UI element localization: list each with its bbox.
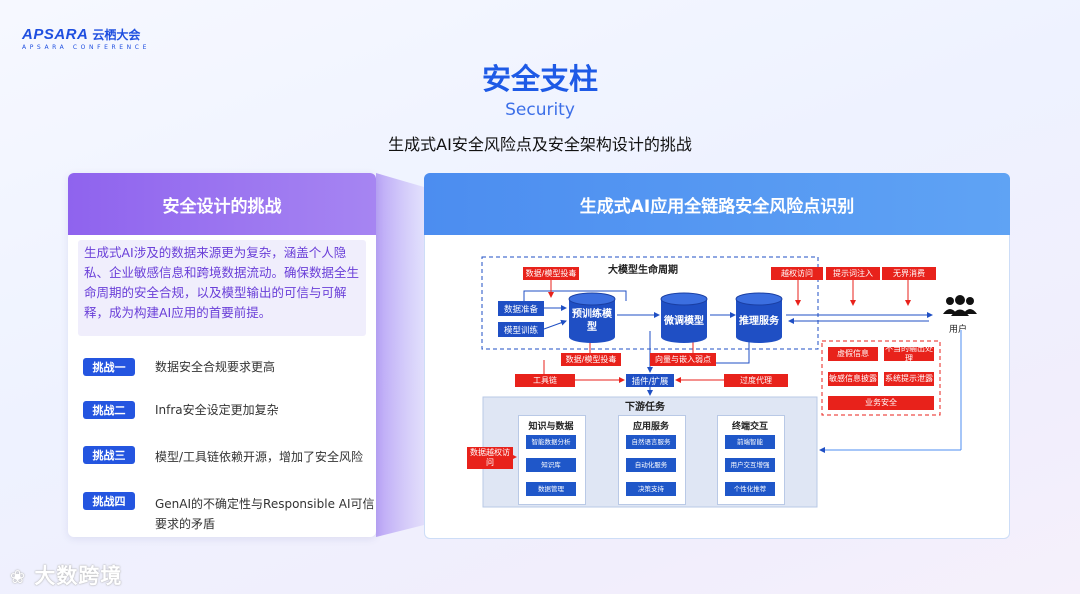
page-subtitle: Security bbox=[505, 100, 575, 120]
user-label: 用户 bbox=[949, 325, 968, 335]
model-train-node: 模型训练 bbox=[498, 322, 544, 337]
cylinder-icon bbox=[660, 292, 708, 343]
risk-vector-embedding: 向量与嵌入弱点 bbox=[650, 353, 716, 366]
challenge-badge: 挑战二 bbox=[83, 401, 135, 419]
challenge-badge: 挑战四 bbox=[83, 492, 135, 510]
page-subheading: 生成式AI安全风险点及安全架构设计的挑战 bbox=[388, 135, 692, 154]
challenge-item: 挑战四 bbox=[83, 492, 135, 510]
page-title: 安全支柱 bbox=[481, 62, 598, 96]
inference-service-label: 推理服务 bbox=[739, 315, 779, 327]
challenges-description: 生成式AI涉及的数据来源更为复杂，涵盖个人隐私、企业敏感信息和跨境数据流动。确保… bbox=[78, 240, 366, 336]
group-title: 应用服务 bbox=[632, 422, 669, 432]
group-item: 自然语言服务 bbox=[626, 435, 676, 449]
risk-unbounded-consumption: 无界消费 bbox=[882, 267, 936, 280]
logo-sub: APSARA CONFERENCE bbox=[22, 44, 150, 51]
challenge-badge: 挑战三 bbox=[83, 446, 135, 464]
challenge-item: 挑战二 bbox=[83, 401, 135, 419]
finetune-model-label: 微调模型 bbox=[664, 315, 704, 327]
connector-wedge bbox=[376, 173, 424, 537]
challenge-text: 数据安全合规要求更高 bbox=[155, 360, 276, 374]
cylinder-icon bbox=[568, 292, 616, 343]
risk-improper-output: 不当的输出处理 bbox=[884, 344, 934, 363]
group-item: 数据管理 bbox=[526, 482, 576, 496]
watermark-icon: ❀ bbox=[10, 567, 27, 588]
logo-text: APSARA bbox=[22, 26, 89, 43]
challenge-text: GenAI的不确定性与Responsible AI可信要求的矛盾 bbox=[155, 497, 375, 531]
challenge-badge: 挑战一 bbox=[83, 358, 135, 376]
risk-misinformation: 虚假信息 bbox=[828, 347, 878, 361]
downstream-label: 下游任务 bbox=[625, 402, 665, 413]
pretrain-model-label: 预训练模型 bbox=[572, 309, 612, 333]
group-item: 知识库 bbox=[526, 458, 576, 472]
logo-cn: 云栖大会 bbox=[92, 28, 141, 42]
group-title: 终端交互 bbox=[731, 422, 768, 432]
plugin-node: 插件/扩展 bbox=[626, 374, 674, 387]
group-title: 知识与数据 bbox=[528, 422, 574, 432]
group-item: 个性化推荐 bbox=[725, 482, 775, 496]
data-prep-node: 数据准备 bbox=[498, 301, 544, 316]
risk-heading: 生成式AI应用全链路安全风险点识别 bbox=[424, 173, 1010, 235]
challenge-text: 模型/工具链依赖开源，增加了安全风险 bbox=[155, 450, 364, 464]
cylinder-icon bbox=[735, 292, 783, 343]
users-icon bbox=[943, 295, 977, 316]
risk-toolchain: 工具链 bbox=[515, 374, 575, 387]
risk-system-prompt-leak: 系统提示泄露 bbox=[884, 372, 934, 386]
risk-data-unauthorized-access: 数据越权访问 bbox=[467, 447, 513, 469]
risk-unauthorized-access: 越权访问 bbox=[771, 267, 823, 280]
watermark-text: 大数跨境 bbox=[34, 564, 123, 588]
group-item: 自动化服务 bbox=[626, 458, 676, 472]
challenges-heading: 安全设计的挑战 bbox=[68, 173, 376, 235]
risk-data-poisoning-mid: 数据/模型投毒 bbox=[561, 353, 621, 366]
risk-prompt-injection: 提示词注入 bbox=[826, 267, 880, 280]
risk-business-security: 业务安全 bbox=[828, 396, 934, 410]
lifecycle-label: 大模型生命周期 bbox=[608, 265, 678, 276]
group-item: 智能数据分析 bbox=[526, 435, 576, 449]
group-item: 用户交互增强 bbox=[725, 458, 775, 472]
risk-data-poisoning: 数据/模型投毒 bbox=[523, 267, 579, 280]
challenge-text: Infra安全设定更加复杂 bbox=[155, 403, 279, 417]
challenge-item: 挑战三 bbox=[83, 446, 135, 464]
challenge-item: 挑战一 bbox=[83, 358, 135, 376]
risk-sensitive-disclosure: 敏感信息披露 bbox=[828, 372, 878, 386]
risk-excessive-agency: 过度代理 bbox=[724, 374, 788, 387]
group-item: 决策支持 bbox=[626, 482, 676, 496]
watermark: ❀ 大数跨境 bbox=[10, 560, 122, 590]
group-item: 前端智能 bbox=[725, 435, 775, 449]
